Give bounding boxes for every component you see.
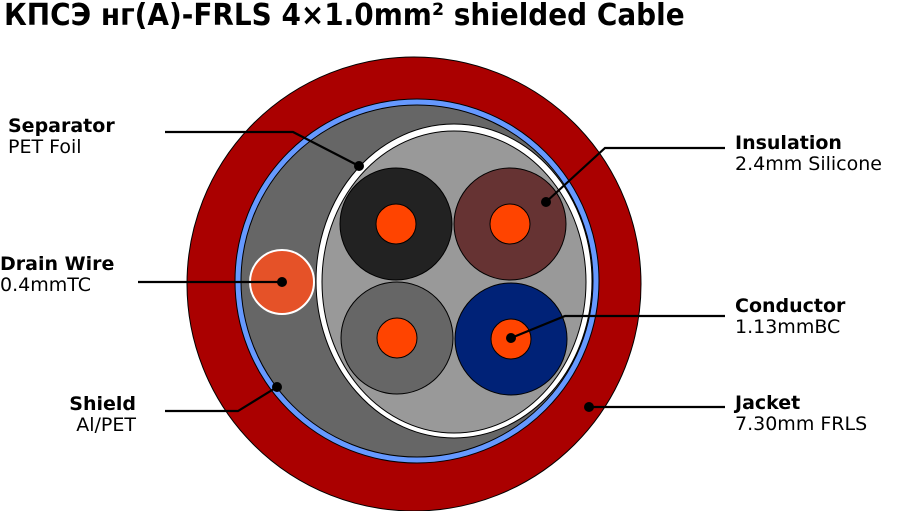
conductor [489,203,531,245]
drain-wire-label: Drain Wire 0.4mmTC [0,254,114,296]
insulation-leader [545,146,725,203]
insulation-detail: 2.4mm Silicone [735,153,882,175]
shield-name: Shield [69,393,136,415]
jacket-label: Jacket 7.30mm FRLS [735,393,867,435]
shield-detail: Al/PET [76,414,136,436]
separator-label: Separator PET Foil [8,116,115,158]
shield-label: Shield Al/PET [69,394,136,436]
jacket-detail: 7.30mm FRLS [735,413,868,435]
leader-lines [138,130,725,413]
conductor-detail: 1.13mmBC [735,316,841,338]
leader-dots [272,161,594,412]
core-black [339,167,453,281]
diagram-title: КПСЭ нг(А)-FRLS 4×1.0mm² shielded Cable [4,0,685,33]
separator-name: Separator [8,115,115,137]
conductor-leader [510,314,725,340]
jacket-name: Jacket [735,392,801,414]
insulation-name: Insulation [735,132,842,154]
separator-leader [165,130,360,167]
conductor-label: Conductor 1.13mmBC [735,296,845,338]
core-brown [453,167,567,281]
conductor [376,317,418,359]
inner-filler [321,130,587,434]
conductor-name: Conductor [735,295,846,317]
insulation-label: Insulation 2.4mm Silicone [735,133,882,175]
drain-wire-name: Drain Wire [0,253,115,275]
separator-detail: PET Foil [8,136,82,158]
core-grey [340,281,454,395]
conductor [375,203,417,245]
drain-wire-detail: 0.4mmTC [0,274,91,296]
shield-leader [165,386,278,413]
